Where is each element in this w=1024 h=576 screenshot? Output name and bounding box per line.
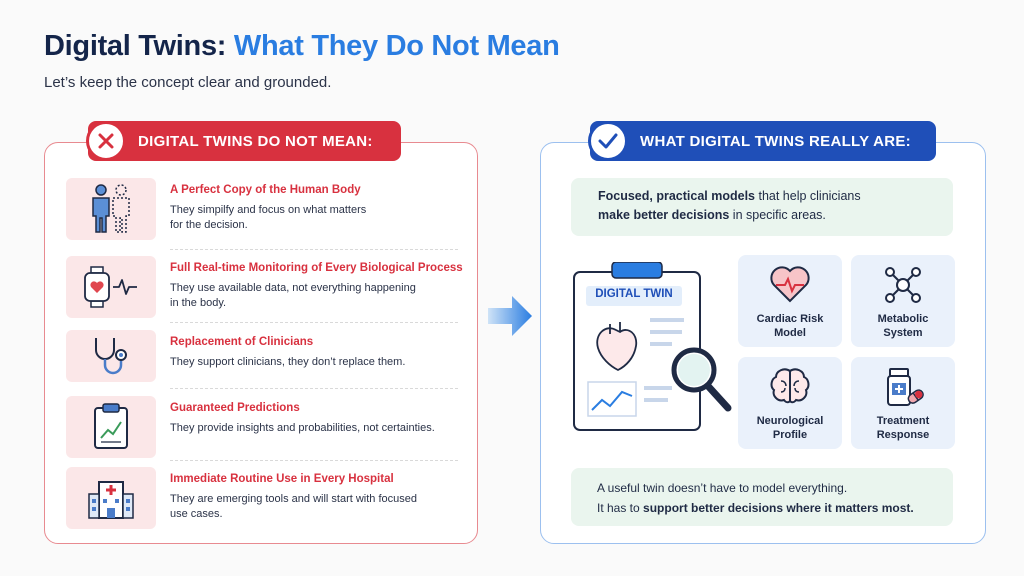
outro-line: A useful twin doesn’t have to model ever… — [597, 481, 848, 495]
outro-bold: support better decisions where it matter… — [643, 501, 914, 515]
item-line: for the decision. — [170, 219, 248, 231]
item-line: They provide insights and probabilities,… — [170, 422, 435, 434]
model-card-neurological: Neurological Profile — [738, 357, 842, 449]
hospital-icon — [66, 467, 156, 529]
molecule-icon — [851, 265, 955, 305]
model-label: Metabolic System — [877, 313, 929, 339]
model-card-cardiac: Cardiac Risk Model — [738, 255, 842, 347]
twin-label: DIGITAL TWIN — [595, 288, 673, 300]
brain-icon — [738, 367, 842, 405]
clipboard-chart-icon — [66, 396, 156, 458]
item-line: They simpilfy and focus on what matters — [170, 204, 367, 216]
title-main: Digital Twins: — [44, 30, 227, 62]
intro-bold: Focused, practical models — [598, 189, 755, 203]
item-title: Immediate Routine Use in Every Hospital — [170, 473, 394, 485]
intro-box: Focused, practical models that help clin… — [571, 178, 953, 236]
do-not-mean-heading: DIGITAL TWINS DO NOT MEAN: — [138, 132, 373, 150]
item-title: Replacement of Clinicians — [170, 336, 314, 348]
intro-text: in specific areas. — [729, 208, 826, 222]
model-label: Cardiac Risk Model — [756, 313, 824, 339]
list-item: A Perfect Copy of the Human Body They si… — [66, 178, 458, 240]
item-line: They are emerging tools and will start w… — [170, 493, 418, 505]
divider — [170, 322, 458, 323]
item-line: They support clinicians, they don’t repl… — [170, 356, 406, 368]
item-description: They simpilfy and focus on what matters … — [170, 203, 460, 233]
item-line: They use available data, not everything … — [170, 282, 416, 294]
title-accent: What They Do Not Mean — [233, 30, 560, 62]
do-not-mean-header: DIGITAL TWINS DO NOT MEAN: — [86, 121, 401, 161]
outro-box: A useful twin doesn’t have to model ever… — [571, 468, 953, 526]
human-body-copy-icon — [66, 178, 156, 240]
x-icon — [86, 121, 126, 161]
divider — [170, 460, 458, 461]
divider — [170, 388, 458, 389]
stethoscope-icon — [66, 330, 156, 382]
item-description: They provide insights and probabilities,… — [170, 421, 460, 436]
list-item: Immediate Routine Use in Every Hospital … — [66, 467, 458, 529]
item-line: use cases. — [170, 508, 223, 520]
item-title: Full Real-time Monitoring of Every Biolo… — [170, 262, 463, 274]
medicine-bottle-icon — [851, 367, 955, 407]
model-card-metabolic: Metabolic System — [851, 255, 955, 347]
item-description: They are emerging tools and will start w… — [170, 492, 460, 522]
list-item: Guaranteed Predictions They provide insi… — [66, 396, 458, 458]
list-item: Replacement of Clinicians They support c… — [66, 330, 458, 382]
item-line: in the body. — [170, 297, 227, 309]
page-title: Digital Twins: What They Do Not Mean — [44, 30, 560, 63]
item-title: Guaranteed Predictions — [170, 402, 300, 414]
list-item: Full Real-time Monitoring of Every Biolo… — [66, 256, 463, 318]
item-description: They support clinicians, they don’t repl… — [170, 355, 460, 370]
check-icon — [588, 121, 628, 161]
model-card-treatment: Treatment Response — [851, 357, 955, 449]
intro-bold: make better decisions — [598, 208, 730, 222]
really-are-heading: WHAT DIGITAL TWINS REALLY ARE: — [640, 132, 911, 150]
digital-twin-clipboard: DIGITAL TWIN — [572, 262, 732, 432]
heart-pulse-icon — [738, 265, 842, 303]
outro-text: It has to — [597, 501, 644, 515]
outro-line: It has to support better decisions where… — [597, 498, 953, 518]
really-are-header: WHAT DIGITAL TWINS REALLY ARE: — [588, 121, 936, 161]
intro-text: that help clinicians — [755, 189, 861, 203]
model-label: Treatment Response — [876, 415, 930, 441]
item-title: A Perfect Copy of the Human Body — [170, 184, 361, 196]
intro-line: Focused, practical models that help clin… — [598, 187, 953, 206]
intro-line: make better decisions in specific areas. — [598, 206, 953, 225]
divider — [170, 249, 458, 250]
page-subtitle: Let’s keep the concept clear and grounde… — [44, 74, 332, 91]
model-label: Neurological Profile — [756, 415, 824, 441]
item-description: They use available data, not everything … — [170, 281, 460, 311]
arrow-right-icon — [488, 294, 532, 343]
smartwatch-heart-icon — [66, 256, 156, 318]
